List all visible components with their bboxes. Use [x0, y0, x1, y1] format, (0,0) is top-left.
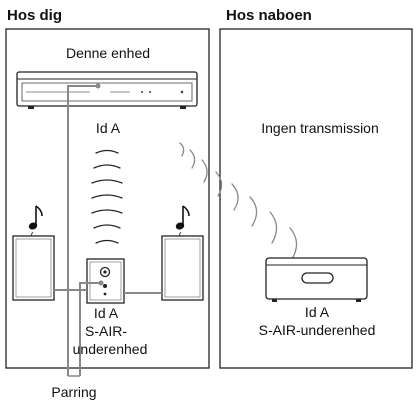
subunit-icon — [86, 258, 125, 304]
speaker-icon — [12, 235, 55, 301]
pairing-line-subunit — [79, 282, 101, 376]
music-note-icon — [28, 205, 43, 245]
subunit-id: Id A — [93, 305, 119, 321]
neighbor-subunit-name: S-AIR-underenhed — [258, 322, 376, 338]
subunit-name-line1: S-AIR- — [85, 323, 127, 339]
neighbor-subunit-icon — [265, 257, 368, 302]
speaker-icon — [161, 235, 204, 301]
wireless-waves-icon — [91, 149, 123, 244]
right-panel-heading: Hos naboen — [226, 7, 312, 24]
right-panel-frame — [219, 28, 413, 369]
pairing-label: Parring — [51, 384, 97, 400]
no-transmission-label: Ingen transmission — [261, 120, 379, 136]
stray-waves-icon — [179, 142, 298, 260]
subunit-name-line2: underenhed — [72, 341, 148, 357]
music-note-icon — [175, 205, 190, 245]
left-panel-frame — [5, 28, 210, 369]
left-panel-heading: Hos dig — [7, 7, 62, 24]
main-unit-label: Denne enhed — [65, 45, 151, 61]
neighbor-subunit-id: Id A — [304, 304, 330, 320]
pairing-line-unit — [67, 85, 98, 376]
main-unit-icon — [16, 71, 198, 109]
main-unit-id: Id A — [95, 120, 121, 136]
